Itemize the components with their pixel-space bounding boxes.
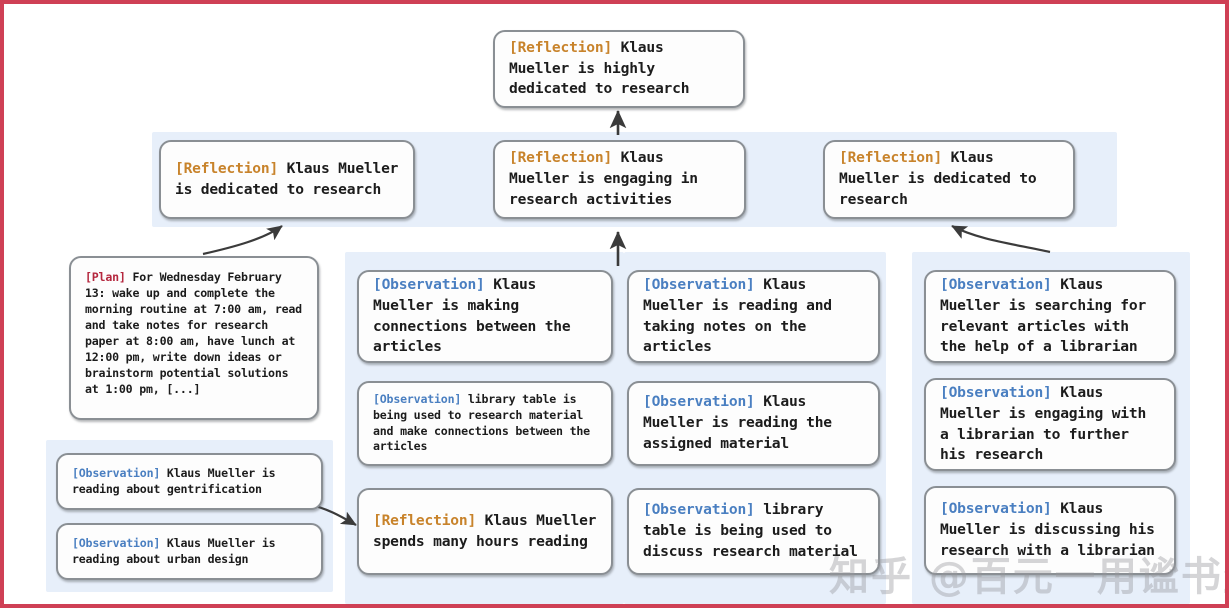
node-body: Klaus Mueller is reading about urban des…	[72, 535, 283, 566]
node-text: [Observation] Klaus Mueller is making co…	[373, 275, 597, 358]
node-text: [Reflection] Klaus Mueller is highly ded…	[509, 38, 729, 100]
node-text: [Observation] Klaus Mueller is reading t…	[643, 392, 864, 454]
tag-observation: [Observation]	[373, 391, 462, 406]
node-body: Klaus Mueller is making connections betw…	[373, 276, 580, 356]
node-text: [Reflection] Klaus Mueller is dedicated …	[175, 159, 399, 200]
node-observation-discuss-material[interactable]: [Observation] library table is being use…	[627, 488, 880, 575]
node-text: [Observation] library table is being use…	[373, 392, 597, 456]
arrow-plan-to-left-reflection	[202, 225, 283, 256]
node-body: Klaus Mueller is dedicated to research	[175, 159, 407, 198]
node-observation-connections[interactable]: [Observation] Klaus Mueller is making co…	[357, 270, 613, 363]
tag-reflection: [Reflection]	[509, 149, 613, 167]
node-text: [Observation] library table is being use…	[643, 500, 864, 562]
tag-observation: [Observation]	[940, 276, 1052, 294]
node-text: [Observation] Klaus Mueller is searching…	[940, 275, 1160, 358]
node-observation-searching-articles[interactable]: [Observation] Klaus Mueller is searching…	[924, 270, 1176, 363]
node-text: [Observation] Klaus Mueller is engaging …	[940, 383, 1160, 466]
node-reflection-hours-reading[interactable]: [Reflection] Klaus Mueller spends many h…	[357, 488, 613, 575]
tag-reflection: [Reflection]	[509, 38, 613, 56]
tag-observation: [Observation]	[940, 500, 1052, 518]
node-text: [Plan] For Wednesday February 13: wake u…	[85, 270, 303, 398]
node-body: Klaus Mueller is dedicated to research	[839, 149, 1046, 208]
node-body: Klaus Mueller is searching for relevant …	[940, 276, 1155, 356]
node-observation-taking-notes[interactable]: [Observation] Klaus Mueller is reading a…	[627, 270, 880, 363]
node-reflection-left[interactable]: [Reflection] Klaus Mueller is dedicated …	[159, 140, 415, 219]
node-text: [Observation] Klaus Mueller is reading a…	[72, 466, 307, 498]
tag-reflection: [Reflection]	[839, 149, 943, 167]
node-observation-engaging-librarian[interactable]: [Observation] Klaus Mueller is engaging …	[924, 378, 1176, 471]
node-body: Klaus Mueller is reading about gentrific…	[72, 465, 283, 496]
tag-observation: [Observation]	[72, 465, 161, 480]
tag-observation: [Observation]	[643, 501, 755, 519]
tag-observation: [Observation]	[940, 384, 1052, 402]
node-body: library table is being used to discuss r…	[643, 501, 858, 560]
tag-plan: [Plan]	[85, 270, 126, 284]
tag-observation: [Observation]	[643, 276, 755, 294]
node-top-reflection[interactable]: [Reflection] Klaus Mueller is highly ded…	[493, 30, 745, 108]
node-reflection-center[interactable]: [Reflection] Klaus Mueller is engaging i…	[493, 140, 746, 219]
node-observation-urban-design[interactable]: [Observation] Klaus Mueller is reading a…	[56, 523, 323, 580]
node-body: Klaus Mueller spends many hours reading	[373, 511, 605, 550]
node-body: Klaus Mueller is discussing his research…	[940, 500, 1164, 559]
node-body: For Wednesday February 13: wake up and c…	[85, 270, 309, 396]
node-text: [Reflection] Klaus Mueller is dedicated …	[839, 148, 1059, 210]
node-text: [Observation] Klaus Mueller is reading a…	[643, 275, 864, 358]
arrow-col3-to-right-reflection	[951, 225, 1051, 254]
node-body: library table is being used to research …	[373, 391, 597, 454]
node-text: [Observation] Klaus Mueller is discussin…	[940, 499, 1160, 561]
tag-observation: [Observation]	[373, 276, 485, 294]
tag-observation: [Observation]	[643, 393, 755, 411]
node-reflection-right[interactable]: [Reflection] Klaus Mueller is dedicated …	[823, 140, 1075, 219]
node-plan[interactable]: [Plan] For Wednesday February 13: wake u…	[69, 256, 319, 420]
node-body: Klaus Mueller is highly dedicated to res…	[509, 38, 690, 98]
node-text: [Reflection] Klaus Mueller is engaging i…	[509, 148, 730, 210]
node-observation-library-table-connections[interactable]: [Observation] library table is being use…	[357, 381, 613, 466]
node-text: [Observation] Klaus Mueller is reading a…	[72, 536, 307, 568]
node-observation-discussing-research[interactable]: [Observation] Klaus Mueller is discussin…	[924, 486, 1176, 575]
node-body: Klaus Mueller is reading and taking note…	[643, 276, 841, 356]
node-body: Klaus Mueller is engaging with a librari…	[940, 384, 1155, 464]
node-text: [Reflection] Klaus Mueller spends many h…	[373, 511, 597, 552]
node-observation-assigned-material[interactable]: [Observation] Klaus Mueller is reading t…	[627, 381, 880, 466]
node-body: Klaus Mueller is engaging in research ac…	[509, 149, 707, 208]
tag-observation: [Observation]	[72, 535, 161, 550]
node-observation-gentrification[interactable]: [Observation] Klaus Mueller is reading a…	[56, 453, 323, 510]
tag-reflection: [Reflection]	[373, 511, 477, 529]
node-body: Klaus Mueller is reading the assigned ma…	[643, 393, 841, 452]
tag-reflection: [Reflection]	[175, 159, 279, 177]
